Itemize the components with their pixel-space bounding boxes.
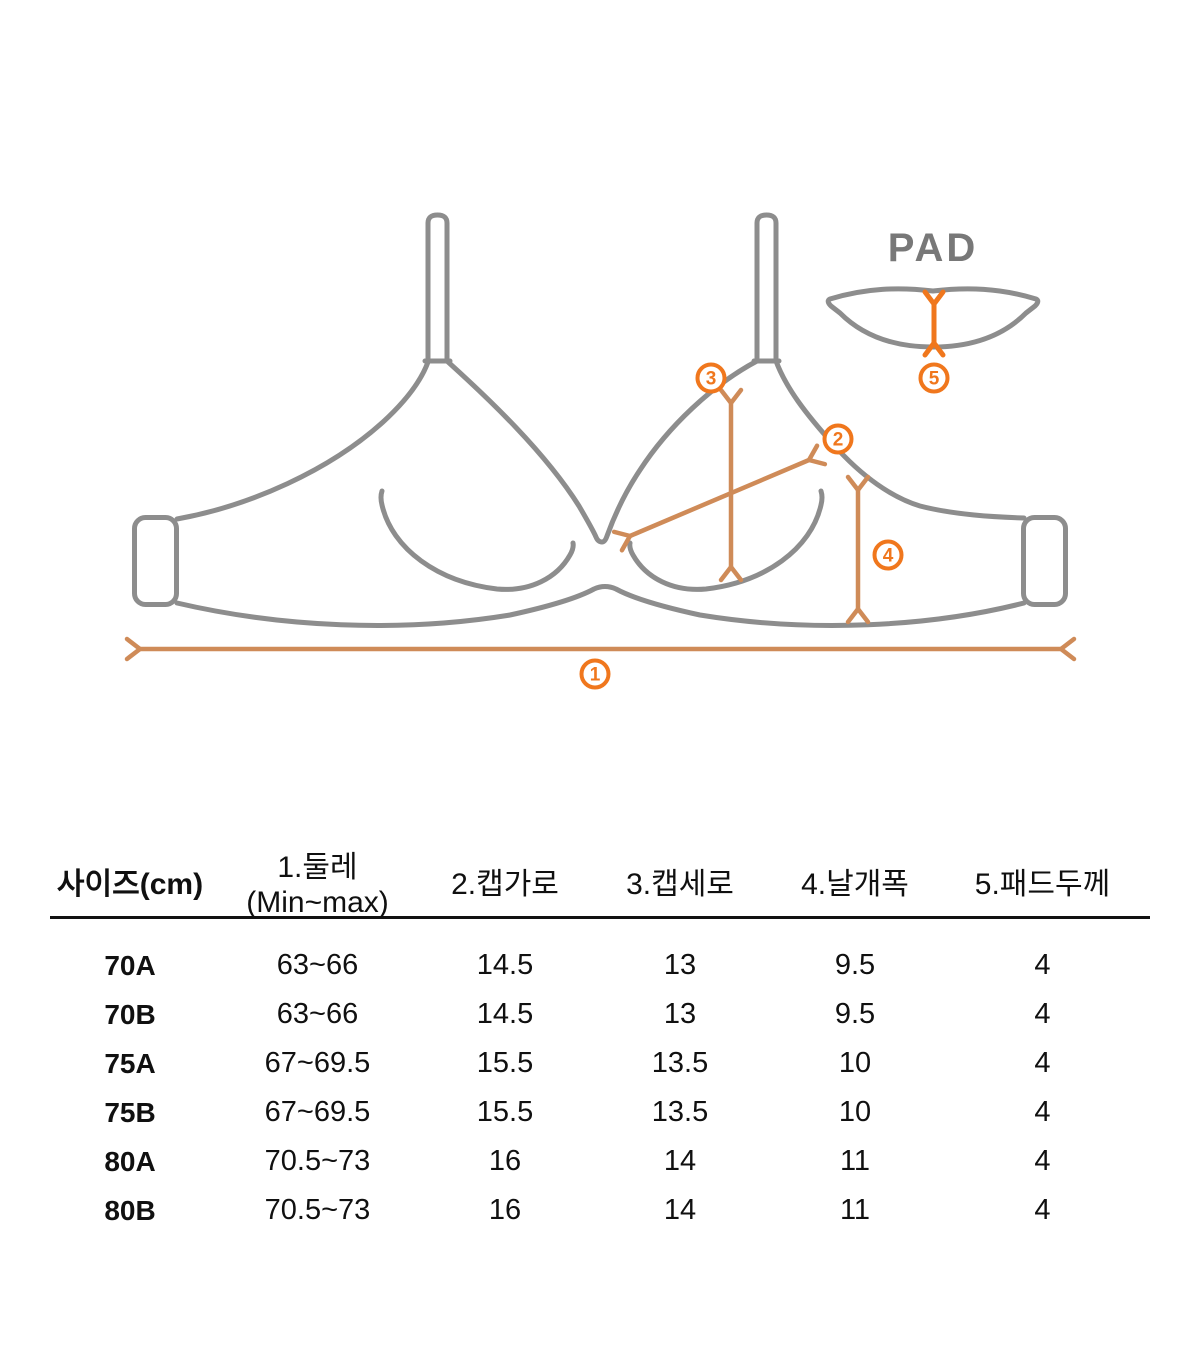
row-size-label: 70A (104, 949, 156, 981)
row-cup-width: 15.5 (476, 1096, 534, 1128)
row-pad-thickness: 4 (1034, 1145, 1051, 1177)
table-row: 70B 63~66 14.5 13 9.5 4 (50, 990, 1150, 1039)
measure-marker-3: 3 (695, 362, 727, 394)
measure-marker-4: 4 (872, 539, 904, 571)
row-wing-height: 9.5 (834, 949, 876, 981)
table-row: 80B 70.5~73 16 14 11 4 (50, 1186, 1150, 1235)
row-circumference: 67~69.5 (264, 1047, 371, 1079)
left-underwire (378, 488, 576, 592)
row-wing-height: 10 (838, 1096, 872, 1128)
measurement-arrows (124, 387, 1077, 662)
header-cup-height: 3.캡세로 (626, 868, 734, 901)
row-pad-thickness: 4 (1034, 1096, 1051, 1128)
row-cup-height: 13.5 (651, 1096, 709, 1128)
row-pad-thickness: 4 (1034, 949, 1051, 981)
row-wing-height: 9.5 (834, 998, 876, 1030)
marker-5-number: 5 (929, 369, 940, 390)
table-row: 80A 70.5~73 16 14 11 4 (50, 1137, 1150, 1186)
row-cup-height: 14 (663, 1194, 697, 1226)
row-cup-height: 14 (663, 1145, 697, 1177)
header-size: 사이즈(cm) (56, 868, 204, 901)
row-cup-width: 16 (488, 1194, 522, 1226)
row-cup-width: 14.5 (476, 949, 534, 981)
marker-3-number: 3 (706, 369, 717, 390)
row-circumference: 70.5~73 (264, 1194, 371, 1226)
bra-outline (132, 212, 1068, 628)
row-wing-height: 11 (839, 1145, 871, 1177)
marker-2-number: 2 (833, 430, 844, 451)
marker-2-circle (822, 423, 854, 455)
row-pad-thickness: 4 (1034, 998, 1051, 1030)
row-size-label: 80A (104, 1145, 156, 1177)
row-size-label: 75A (104, 1047, 156, 1079)
row-size-label: 80B (104, 1194, 156, 1226)
row-cup-height: 13 (663, 998, 697, 1030)
bra-measurement-diagram: PAD 1 2 3 4 5 (124, 212, 1077, 690)
left-strap (422, 212, 453, 365)
size-table: 사이즈(cm) 1.둘레(Min~max) 2.캡가로 3.캡세로 4.날개폭 … (50, 846, 1150, 1235)
marker-1-circle (579, 658, 611, 690)
header-wing-height: 4.날개폭 (801, 868, 909, 901)
arrow-2-cup-width (611, 443, 828, 553)
row-size-label: 70B (104, 998, 156, 1030)
row-wing-height: 11 (839, 1194, 871, 1226)
measure-marker-1: 1 (579, 658, 611, 690)
measure-marker-5: 5 (918, 362, 950, 394)
table-row: 70A 63~66 14.5 13 9.5 4 (50, 941, 1150, 990)
row-circumference: 70.5~73 (264, 1145, 371, 1177)
marker-5-circle (918, 362, 950, 394)
row-pad-thickness: 4 (1034, 1194, 1051, 1226)
size-table-body: 70A 63~66 14.5 13 9.5 4 70B 63~66 14.5 1… (50, 919, 1150, 1235)
table-row: 75B 67~69.5 15.5 13.5 10 4 (50, 1088, 1150, 1137)
row-size-label: 75B (104, 1096, 156, 1128)
marker-1-number: 1 (590, 665, 601, 686)
band-bottom-edge (174, 584, 1027, 628)
header-pad-thickness: 5.패드두께 (974, 868, 1111, 901)
right-underwire (627, 488, 825, 592)
measure-marker-2: 2 (822, 423, 854, 455)
marker-4-number: 4 (883, 546, 894, 567)
marker-3-circle (695, 362, 727, 394)
right-wing-top-edge (773, 358, 1027, 521)
row-cup-width: 15.5 (476, 1047, 534, 1079)
pad-title: PAD (888, 226, 978, 270)
size-table-header-row: 사이즈(cm) 1.둘레(Min~max) 2.캡가로 3.캡세로 4.날개폭 … (50, 846, 1150, 919)
row-pad-thickness: 4 (1034, 1047, 1051, 1079)
row-wing-height: 10 (838, 1047, 872, 1079)
left-wing-top-edge (174, 359, 431, 522)
row-circumference: 63~66 (276, 949, 359, 981)
right-band-hook (1021, 515, 1068, 607)
row-circumference: 67~69.5 (264, 1096, 371, 1128)
row-cup-height: 13.5 (651, 1047, 709, 1079)
header-cup-width: 2.캡가로 (451, 868, 559, 901)
row-circumference: 63~66 (276, 998, 359, 1030)
header-circumference: 1.둘레(Min~max) (246, 851, 389, 919)
row-cup-width: 16 (488, 1145, 522, 1177)
right-strap (751, 212, 782, 364)
left-band-hook (132, 515, 179, 607)
row-cup-width: 14.5 (476, 998, 534, 1030)
table-row: 75A 67~69.5 15.5 13.5 10 4 (50, 1039, 1150, 1088)
row-cup-height: 13 (663, 949, 697, 981)
marker-4-circle (872, 539, 904, 571)
